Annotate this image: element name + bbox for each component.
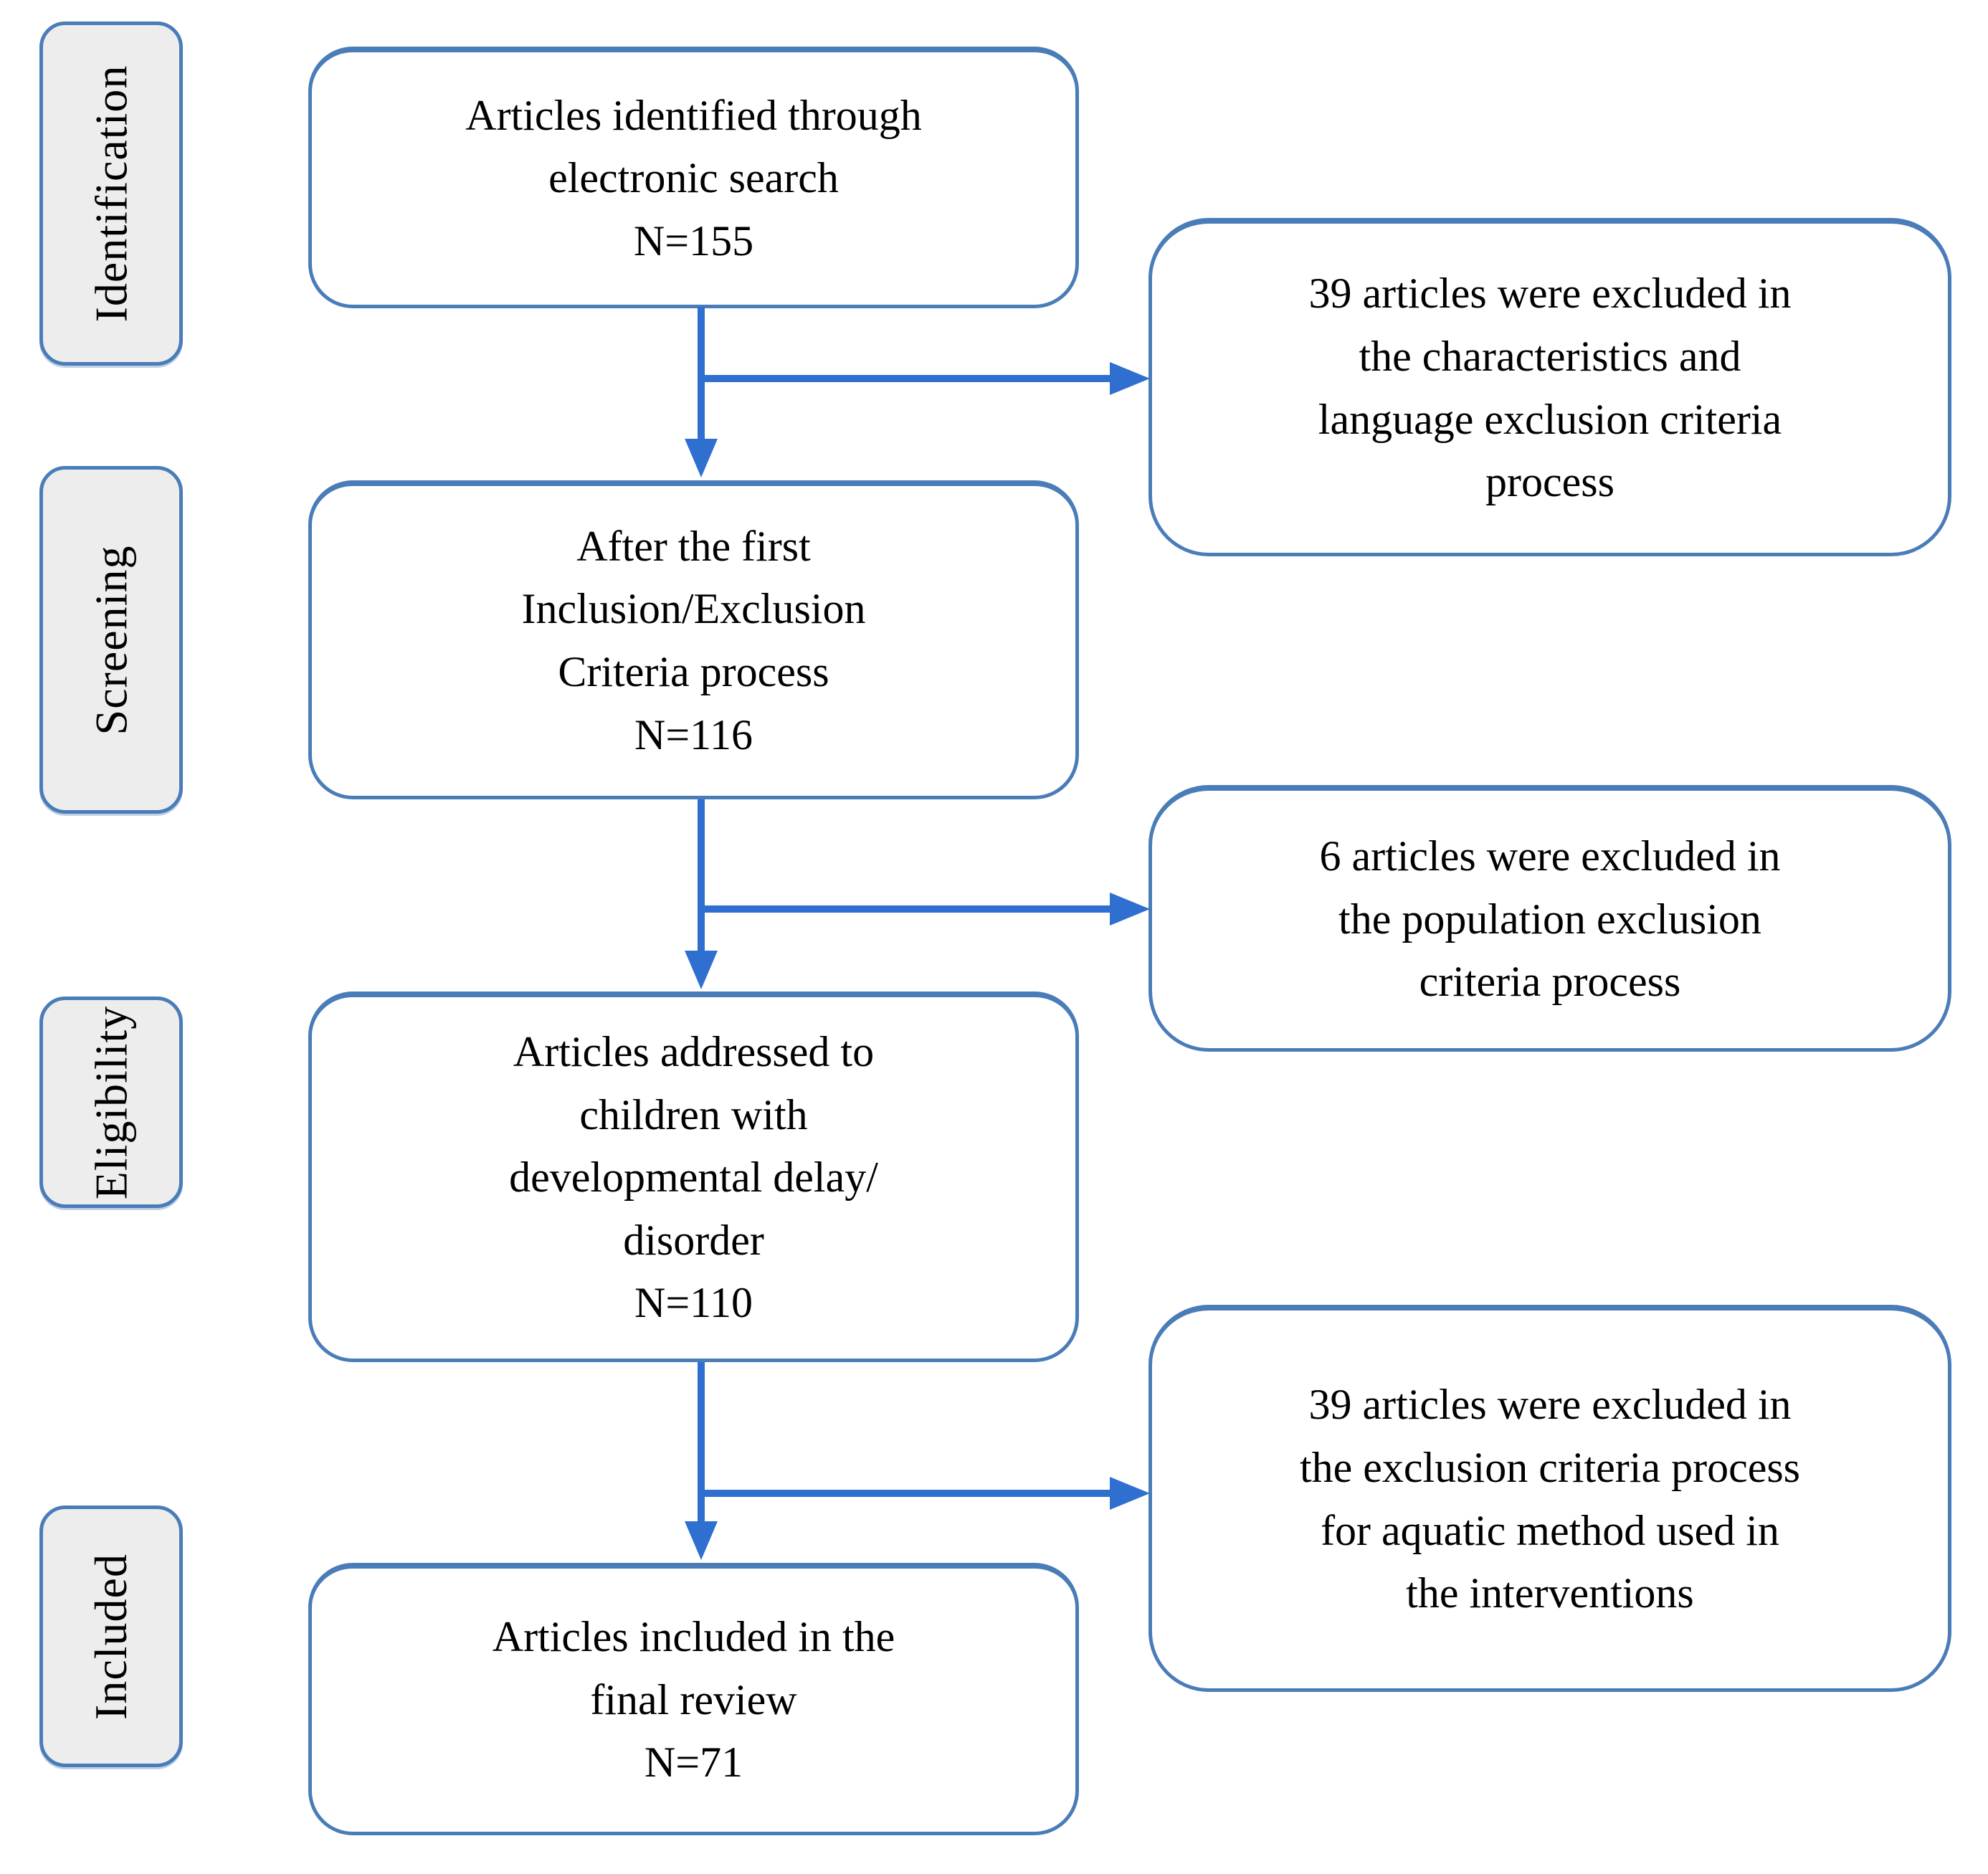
stage-label-screening: Screening xyxy=(39,466,183,814)
flow-box-after-first-criteria: After the first Inclusion/Exclusion Crit… xyxy=(308,480,1079,799)
stage-label-identification: Identification xyxy=(39,22,183,366)
stage-label-text-eligibility: Eligibility xyxy=(85,1005,136,1199)
flow-box-final-review: Articles included in the final review N=… xyxy=(308,1563,1079,1835)
stage-label-included: Included xyxy=(39,1506,183,1767)
down-arrow-line-3 xyxy=(698,1362,705,1523)
stage-label-text-included: Included xyxy=(85,1553,136,1720)
flow-box-addressed-children: Articles addressed to children with deve… xyxy=(308,991,1079,1362)
stage-label-text-identification: Identification xyxy=(85,65,136,323)
exclusion-box-population: 6 articles were excluded in the populati… xyxy=(1148,785,1951,1052)
stage-label-eligibility: Eligibility xyxy=(39,997,183,1208)
exclusion-box-aquatic-method: 39 articles were excluded in the exclusi… xyxy=(1148,1305,1951,1692)
branch-arrow-line-3 xyxy=(701,1490,1111,1497)
down-arrowhead-icon-3 xyxy=(685,1521,718,1560)
down-arrowhead-icon-2 xyxy=(685,951,718,989)
exclusion-box-characteristics-language: 39 articles were excluded in the charact… xyxy=(1148,218,1951,556)
branch-arrowhead-icon-1 xyxy=(1110,362,1150,395)
flow-box-articles-identified: Articles identified through electronic s… xyxy=(308,47,1079,308)
branch-arrow-line-2 xyxy=(701,905,1111,913)
branch-arrowhead-icon-2 xyxy=(1110,893,1150,926)
down-arrow-line-2 xyxy=(698,799,705,953)
branch-arrowhead-icon-3 xyxy=(1110,1477,1150,1510)
down-arrowhead-icon-1 xyxy=(685,439,718,477)
branch-arrow-line-1 xyxy=(701,375,1111,382)
stage-label-text-screening: Screening xyxy=(85,545,136,735)
